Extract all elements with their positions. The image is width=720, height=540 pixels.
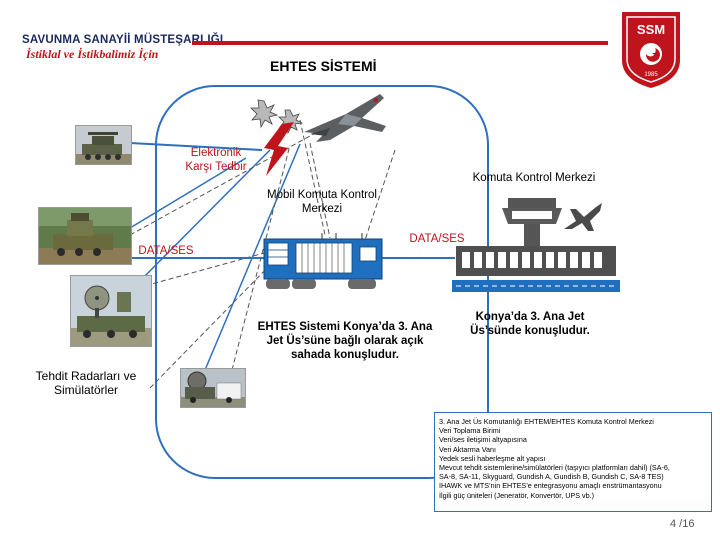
threat-systems-label: Tehdit Radarları ve Simülatörler: [35, 369, 137, 397]
ecm-label-text: Elektronik Karşı Tedbir: [185, 147, 247, 173]
lightning-icon: [264, 122, 294, 176]
slide-title: EHTES SİSTEMİ: [270, 58, 377, 74]
org-motto: İstiklal ve İstikbalimiz İçin: [26, 47, 159, 61]
link-radar-ecm: [129, 157, 247, 229]
note-line: Veri/ses iletişimi altyapısına: [439, 435, 527, 445]
radar-vehicle-photo: [38, 207, 132, 265]
datases-left-label: DATA/SES: [138, 245, 194, 257]
caption-left: EHTES Sistemi Konya’da 3. Ana Jet Üs’sün…: [257, 321, 433, 361]
radar-photo: [70, 275, 152, 347]
link-tank-ecm: [129, 142, 263, 151]
dash-2: [129, 249, 276, 291]
ssm-logo-year: 1985: [644, 72, 658, 78]
burst-icon: [250, 99, 304, 135]
mobile-center-label: Mobil Komuta Kontrol Merkezi: [267, 189, 377, 215]
note-line: Yedek sesli haberleşme alt yapısı: [439, 453, 546, 463]
note-line: 3. Ana Jet Üs Komutanlığı EHTEM/EHTES Ko…: [439, 417, 654, 426]
ssm-logo: SSM 1985: [616, 8, 686, 90]
jet-icon: [304, 94, 386, 142]
note-line: IHAWK ve MTS’nin EHTES’e entegrasyonu am…: [439, 481, 662, 491]
ecm-label: Elektronik Karşı Tedbir: [176, 146, 256, 174]
command-center-label: Komuta Kontrol Merkezi: [472, 172, 596, 184]
page-number: 4 /16: [670, 518, 695, 530]
truck-photo: [180, 368, 246, 408]
notes-box: 3. Ana Jet Üs Komutanlığı EHTEM/EHTES Ko…: [434, 412, 712, 512]
van-icon: [263, 233, 383, 289]
caption-right: Konya’da 3. Ana Jet Üs’sünde konuşludur.: [470, 311, 590, 337]
note-line: Mevcut tehdit sistemlerine/simülatörleri…: [439, 463, 670, 473]
dash-5: [309, 142, 331, 239]
dash-1: [129, 124, 331, 236]
link-radar2-ecm: [134, 149, 271, 287]
airplane-icon: [564, 203, 602, 231]
note-line: Veri Toplama Birimi: [439, 426, 501, 436]
radar-icon: [71, 276, 151, 346]
ssm-logo-text: SSM: [637, 22, 665, 37]
org-name: SAVUNMA SANAYİİ MÜSTEŞARLIĞI: [22, 34, 224, 46]
header-rule: [192, 41, 608, 45]
dash-7: [299, 119, 326, 236]
datases-right-label: DATA/SES: [409, 233, 465, 245]
truck-icon: [181, 369, 245, 407]
radar-vehicle-icon: [39, 208, 131, 264]
tank-icon: [76, 126, 131, 164]
tank-photo: [75, 125, 132, 165]
note-line: Veri Aktarma Vanı: [439, 444, 496, 454]
note-line: SA-8, SA-11, Skyguard, Gundish A, Gundis…: [439, 472, 664, 482]
note-line: İlgili güç üniteleri (Jeneratör, Konvert…: [439, 490, 595, 500]
dash-3: [149, 259, 276, 389]
control-tower-icon: [452, 198, 620, 292]
